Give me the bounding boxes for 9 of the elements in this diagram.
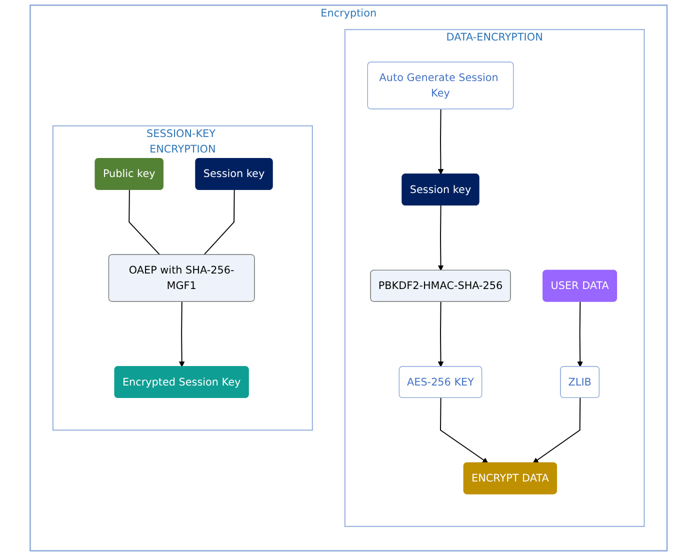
arrow <box>438 205 444 271</box>
connector <box>203 189 235 256</box>
arrow <box>438 301 444 368</box>
arrow <box>532 398 581 464</box>
arrow <box>440 398 488 464</box>
connector <box>128 189 160 256</box>
arrow <box>438 108 444 175</box>
arrow <box>577 301 583 368</box>
arrow <box>178 301 185 368</box>
